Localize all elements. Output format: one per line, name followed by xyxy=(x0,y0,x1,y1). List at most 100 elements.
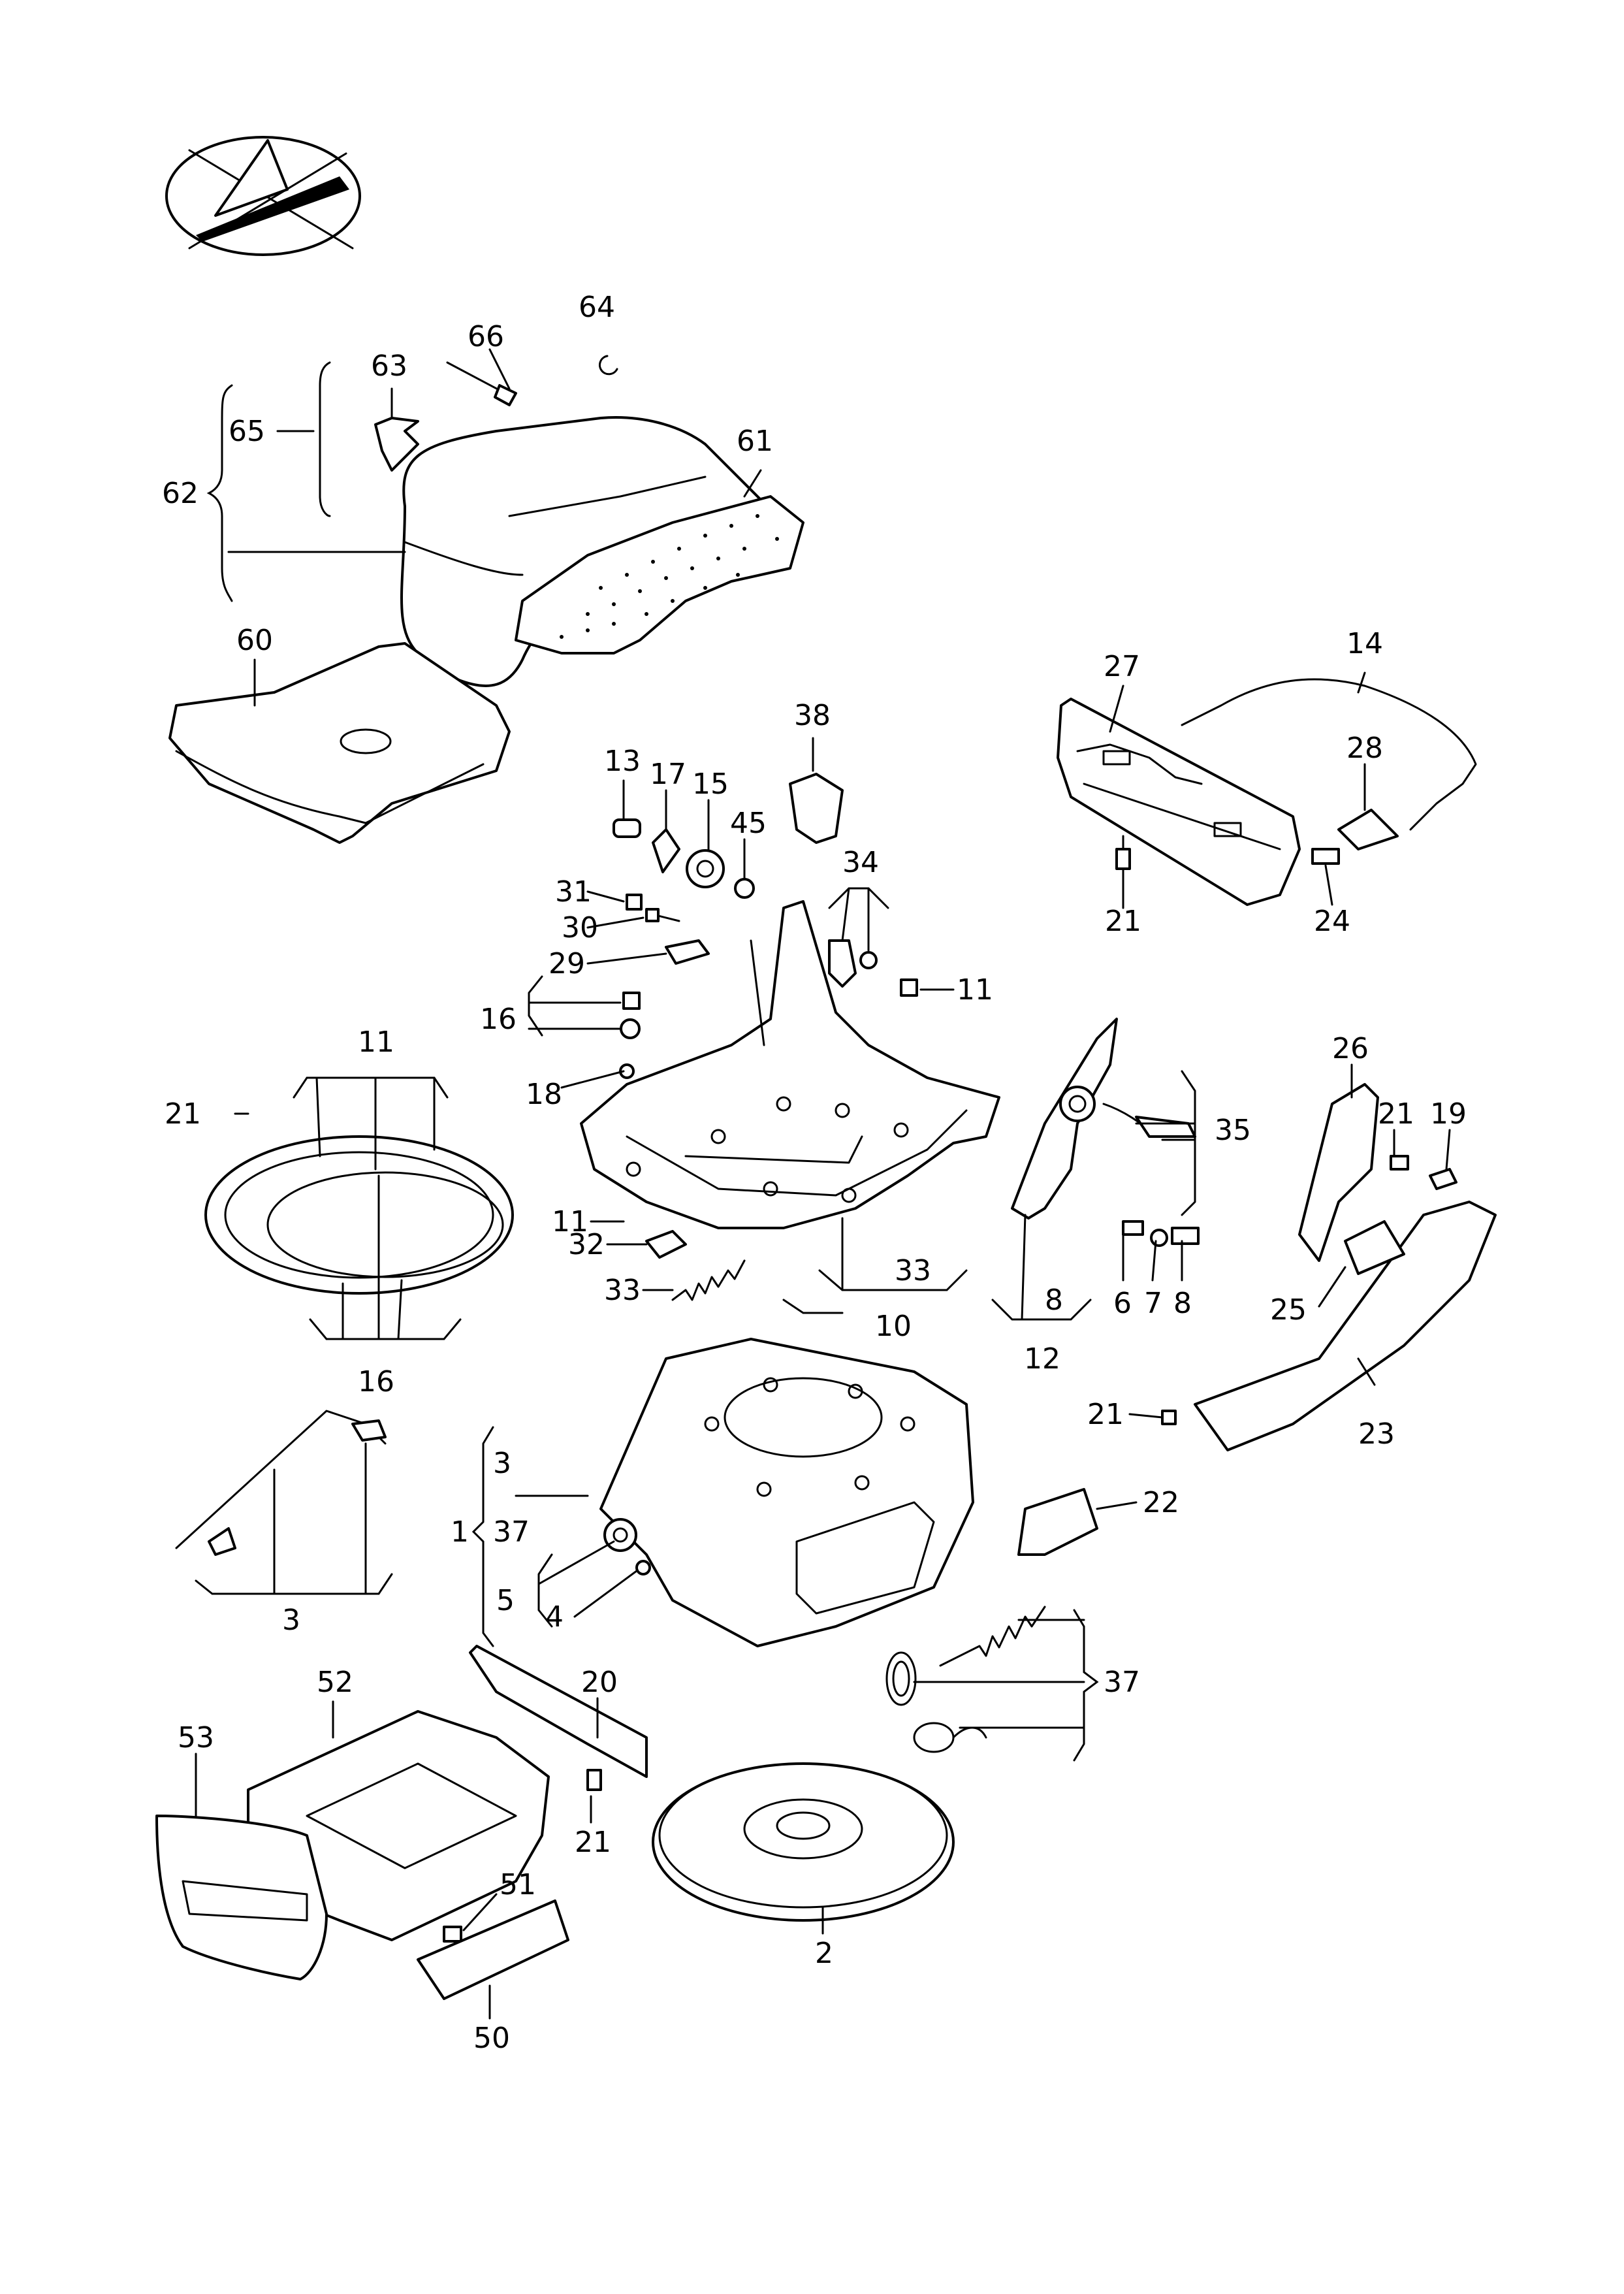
screw-part[interactable] xyxy=(1390,1155,1409,1171)
callout-4: 4 xyxy=(545,1600,564,1634)
screw-part[interactable] xyxy=(443,1926,462,1943)
callout-8-right: 8 xyxy=(1173,1287,1192,1320)
seat-cover-part[interactable] xyxy=(400,416,804,687)
callout-24: 24 xyxy=(1314,905,1350,938)
callout-26: 26 xyxy=(1332,1032,1369,1065)
callout-3-bottom: 3 xyxy=(282,1604,300,1637)
bolt-part[interactable] xyxy=(900,978,918,997)
bolt-part[interactable] xyxy=(622,992,641,1010)
bracket-part[interactable] xyxy=(1017,1488,1098,1556)
nut-part[interactable] xyxy=(626,894,643,911)
clip-part[interactable] xyxy=(1311,848,1340,865)
callout-23: 23 xyxy=(1358,1417,1395,1451)
nut-part[interactable] xyxy=(620,1018,641,1039)
washer-part[interactable] xyxy=(635,1560,651,1575)
cap-part[interactable] xyxy=(665,939,710,965)
callout-51: 51 xyxy=(500,1868,536,1901)
bracket-part[interactable] xyxy=(652,828,680,873)
bracket-part[interactable] xyxy=(789,773,844,844)
callout-65: 65 xyxy=(229,415,265,448)
ring-part[interactable] xyxy=(599,355,618,376)
turntable-part[interactable] xyxy=(652,1762,955,1922)
callout-30: 30 xyxy=(562,911,598,945)
side-cover-part[interactable] xyxy=(1298,1083,1379,1262)
adjuster-part[interactable] xyxy=(828,939,878,988)
trim-strip-part[interactable] xyxy=(469,1645,648,1778)
callout-61: 61 xyxy=(737,425,773,458)
callout-19: 19 xyxy=(1430,1097,1467,1131)
washer-part[interactable] xyxy=(1150,1229,1168,1247)
screw-part[interactable] xyxy=(586,1769,602,1791)
callout-64: 64 xyxy=(579,291,615,324)
callout-50: 50 xyxy=(473,2022,510,2055)
callout-37-right: 37 xyxy=(1104,1666,1140,1699)
seat-base-part[interactable] xyxy=(599,1338,974,1647)
cap-part[interactable] xyxy=(645,1230,687,1259)
callout-34: 34 xyxy=(842,846,879,879)
cable-housing-part[interactable] xyxy=(1057,698,1301,906)
callout-14: 14 xyxy=(1346,627,1383,660)
wire-bracket-part[interactable] xyxy=(175,1410,387,1556)
foam-pad-part[interactable] xyxy=(168,642,511,844)
callout-22: 22 xyxy=(1143,1486,1179,1519)
callout-52: 52 xyxy=(317,1666,353,1699)
callout-7: 7 xyxy=(1144,1287,1162,1320)
callout-15: 15 xyxy=(692,767,729,801)
drawer-front-part[interactable] xyxy=(155,1815,328,1980)
lever-part[interactable] xyxy=(1135,1116,1196,1138)
trim-ring-part[interactable] xyxy=(204,1135,514,1295)
callout-28: 28 xyxy=(1346,732,1383,765)
callout-13: 13 xyxy=(604,745,641,778)
cable-part[interactable] xyxy=(1181,678,1477,831)
bolt-part[interactable] xyxy=(1171,1227,1200,1245)
callout-10: 10 xyxy=(875,1310,912,1343)
callout-21-base: 21 xyxy=(1087,1398,1124,1431)
bolt-part[interactable] xyxy=(613,818,641,838)
callout-2: 2 xyxy=(815,1937,833,1970)
bracket-part[interactable] xyxy=(1122,1220,1144,1236)
callout-45: 45 xyxy=(730,807,767,840)
callout-12: 12 xyxy=(1024,1342,1060,1376)
callout-21-side: 21 xyxy=(1378,1097,1414,1131)
cover-cap-part[interactable] xyxy=(1337,809,1399,850)
callout-16-mid: 16 xyxy=(480,1003,517,1036)
bearing-part[interactable] xyxy=(603,1518,637,1552)
guide-rail-part[interactable] xyxy=(417,1899,569,2000)
callout-21-top: 21 xyxy=(1105,905,1141,938)
bearing-part[interactable] xyxy=(686,849,725,888)
spring-part[interactable] xyxy=(671,1259,746,1301)
clip-part[interactable] xyxy=(374,417,419,472)
callout-16-ring: 16 xyxy=(358,1365,394,1398)
callout-33-right: 33 xyxy=(895,1254,931,1287)
callout-38: 38 xyxy=(794,699,831,732)
clip-part[interactable] xyxy=(1429,1168,1457,1190)
washer-part[interactable] xyxy=(734,878,755,899)
callout-27: 27 xyxy=(1104,650,1140,683)
side-trim-part[interactable] xyxy=(1194,1201,1497,1451)
callout-20: 20 xyxy=(581,1666,618,1699)
callout-6: 6 xyxy=(1113,1287,1132,1320)
cover-part[interactable] xyxy=(1344,1220,1405,1275)
callout-11-right: 11 xyxy=(957,973,993,1007)
callout-25: 25 xyxy=(1270,1293,1307,1327)
screw-part[interactable] xyxy=(645,908,680,922)
callout-5: 5 xyxy=(496,1584,515,1617)
seat-frame-part[interactable] xyxy=(580,900,1000,1229)
screw-part[interactable] xyxy=(1161,1410,1177,1425)
height-adjuster-part[interactable] xyxy=(1011,1018,1157,1220)
screw-part[interactable] xyxy=(1115,835,1131,870)
rod-part[interactable] xyxy=(446,361,517,406)
oval-seat-logo-icon xyxy=(165,136,361,256)
callout-33-left: 33 xyxy=(604,1274,641,1307)
leader-lines xyxy=(195,348,1451,2020)
callout-53: 53 xyxy=(178,1721,214,1754)
callout-60: 60 xyxy=(236,624,273,657)
spring-part[interactable] xyxy=(885,1651,917,1706)
callout-37-left: 37 xyxy=(493,1515,530,1549)
callout-31: 31 xyxy=(555,875,592,909)
callout-66: 66 xyxy=(468,320,504,353)
callout-8-left: 8 xyxy=(1045,1284,1063,1317)
callout-62: 62 xyxy=(162,477,199,510)
spring-part[interactable] xyxy=(939,1606,1046,1667)
